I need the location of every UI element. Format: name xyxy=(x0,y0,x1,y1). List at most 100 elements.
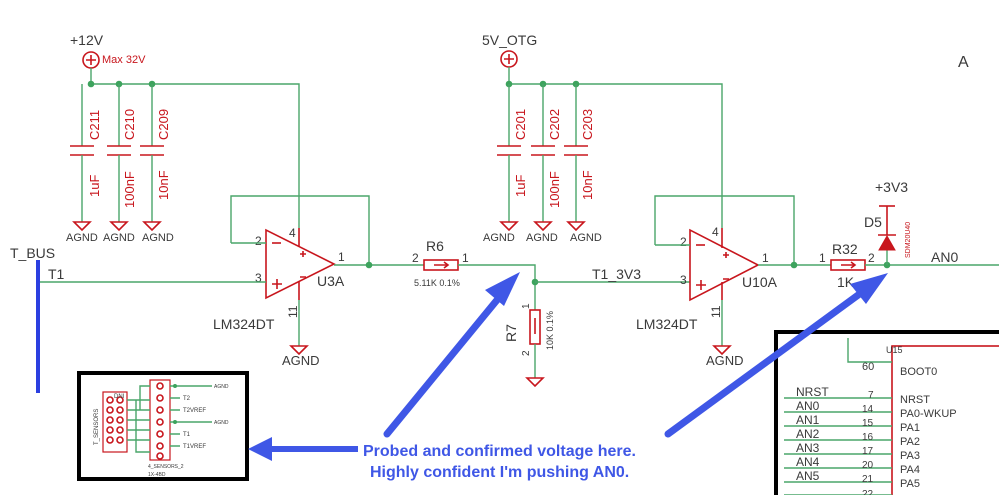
cap-ref: C209 xyxy=(156,109,171,140)
diode-d5: D5 SDM20U40 xyxy=(864,205,912,265)
capacitor-c202: C202 100nF xyxy=(531,84,562,222)
agnd-label: AGND xyxy=(142,232,174,244)
t1-3v3-label: T1_3V3 xyxy=(592,266,641,282)
svg-text:11: 11 xyxy=(709,305,723,318)
diode-part: SDM20U40 xyxy=(905,222,912,258)
opamp-ref: U3A xyxy=(317,273,345,289)
svg-text:2: 2 xyxy=(255,234,262,248)
svg-text:1uF: 1uF xyxy=(513,175,528,197)
resistor-value: 1K xyxy=(837,274,855,290)
wires-u3a xyxy=(36,195,424,346)
rail-12v-label: +12V xyxy=(70,32,104,48)
svg-text:PA0-WKUP: PA0-WKUP xyxy=(900,408,957,420)
svg-text:NRST: NRST xyxy=(796,385,829,399)
svg-text:AN5: AN5 xyxy=(796,469,820,483)
svg-text:AGND: AGND xyxy=(570,232,602,244)
supply-12v: +12V Max 32V xyxy=(70,32,146,69)
inset-side-label: T_SENSORS xyxy=(94,409,100,445)
resistor-ref: R6 xyxy=(426,238,444,254)
t1-3v3-net: T1_3V3 xyxy=(535,266,690,283)
opamp-part: LM324DT xyxy=(213,316,275,332)
svg-text:4_SENSORS_2: 4_SENSORS_2 xyxy=(148,464,184,470)
wire-r6-out xyxy=(458,264,536,282)
svg-text:1: 1 xyxy=(462,251,469,265)
inset-frame xyxy=(77,371,249,481)
svg-text:AN1: AN1 xyxy=(796,413,820,427)
mcu-u15: U15 60 BOOT0 NRST 7 NRST AN0 14 PA0-WKUP… xyxy=(774,330,999,495)
resistor-ref: R32 xyxy=(832,241,858,257)
opamp-ref: U10A xyxy=(742,274,778,290)
svg-text:AGND: AGND xyxy=(214,384,229,390)
cap-value: 1uF xyxy=(87,175,102,197)
svg-text:C202: C202 xyxy=(547,109,562,140)
svg-text:3: 3 xyxy=(255,271,262,285)
agnd-label: AGND xyxy=(103,232,135,244)
mcu-pin-nrst: NRST 7 NRST xyxy=(784,385,930,406)
supply-12v-plus xyxy=(86,55,96,65)
svg-text:7: 7 xyxy=(868,390,874,401)
agnd-u10a: AGND xyxy=(706,345,744,368)
arrow-head-to-node xyxy=(485,272,520,306)
svg-text:PA2: PA2 xyxy=(900,436,920,448)
svg-text:4: 4 xyxy=(712,225,719,239)
capacitor-c203: C203 10nF xyxy=(564,84,595,222)
svg-text:100nF: 100nF xyxy=(547,171,562,208)
mcu-pin-22: 22 xyxy=(784,489,892,495)
svg-text:AGND: AGND xyxy=(526,232,558,244)
resistor-r32: R32 1 2 1K xyxy=(819,241,875,290)
mcu-pin-pa2: AN2 16 PA2 xyxy=(784,427,920,448)
svg-text:60: 60 xyxy=(862,361,874,373)
svg-text:C201: C201 xyxy=(513,109,528,140)
svg-text:10nF: 10nF xyxy=(580,170,595,200)
agnd-symbols-left: AGND AGND AGND xyxy=(66,221,174,244)
inset-connector: DNI T_SENSORS AGND T2 T2VREF AGND T1 T1V… xyxy=(77,371,249,481)
agnd-u3a: AGND xyxy=(282,345,320,368)
svg-text:14: 14 xyxy=(862,404,874,415)
t1-label: T1 xyxy=(48,266,65,282)
svg-text:PA1: PA1 xyxy=(900,422,920,434)
cap-value: 100nF xyxy=(122,171,137,208)
svg-text:AGND: AGND xyxy=(214,420,229,426)
annotation-arrows xyxy=(248,272,888,461)
mcu-pin-pa3: AN3 17 PA3 xyxy=(784,441,920,462)
wires-mid-supply xyxy=(508,67,723,228)
svg-text:22: 22 xyxy=(862,489,874,495)
junction xyxy=(365,261,373,269)
svg-text:AN2: AN2 xyxy=(796,427,820,441)
resistor-r7: R7 1 2 10K 0.1% xyxy=(503,282,555,388)
agnd-label: AGND xyxy=(66,232,98,244)
svg-text:16: 16 xyxy=(862,432,874,443)
mcu-pin-boot0: 60 BOOT0 xyxy=(862,361,937,378)
arrow-head-to-inset xyxy=(248,437,272,461)
svg-text:T1: T1 xyxy=(183,432,191,438)
opamp-part: LM324DT xyxy=(636,316,698,332)
capacitor-c201: C201 1uF xyxy=(497,84,528,222)
resistor-r6: R6 2 1 5.11K 0.1% xyxy=(412,238,469,288)
mcu-ref: U15 xyxy=(886,345,903,355)
svg-text:T2VREF: T2VREF xyxy=(183,408,206,414)
svg-text:BOOT0: BOOT0 xyxy=(900,366,937,378)
resistor-value: 10K 0.1% xyxy=(545,311,555,350)
inset-header-label: DNI xyxy=(114,394,125,400)
arrow-head-to-an0 xyxy=(850,273,888,304)
svg-text:AGND: AGND xyxy=(706,353,744,368)
opamp-u10a: 2 3 4 11 1 U10A LM324DT xyxy=(636,225,778,332)
callout-line-2: Highly confident I'm pushing AN0. xyxy=(370,464,629,481)
svg-text:17: 17 xyxy=(862,446,874,457)
svg-text:AGND: AGND xyxy=(282,353,320,368)
agnd-symbols-mid: AGND AGND AGND xyxy=(483,221,602,244)
svg-text:1: 1 xyxy=(521,303,532,309)
svg-text:NRST: NRST xyxy=(900,394,930,406)
t-bus-label: T_BUS xyxy=(10,245,55,261)
svg-text:2: 2 xyxy=(521,350,532,356)
svg-text:4: 4 xyxy=(289,226,296,240)
cap-ref: C211 xyxy=(87,110,102,140)
capacitor-c210: C210 100nF xyxy=(107,84,137,222)
mcu-highlight-frame xyxy=(774,330,999,495)
svg-text:AN4: AN4 xyxy=(796,455,820,469)
mcu-pin-pa4: AN4 20 PA4 xyxy=(784,455,920,476)
junction xyxy=(790,261,798,269)
capacitor-c209: C209 10nF xyxy=(140,84,171,222)
svg-text:15: 15 xyxy=(862,418,874,429)
